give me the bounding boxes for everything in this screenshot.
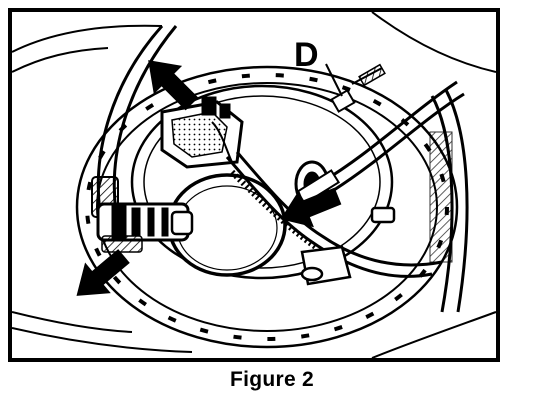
figure-frame: D [8,8,500,362]
fuel-pump-illustration: D [12,12,496,358]
left-quick-connector [96,202,194,253]
right-fuel-line [321,80,469,313]
arrow-icon [76,249,130,296]
module-bracket [300,206,396,286]
electrical-connector [160,96,244,169]
pump-module [130,84,394,280]
arrow-icon [280,187,342,228]
callout-d: D [294,36,343,97]
wiring-harness [225,151,443,278]
arrow-icon [148,60,199,111]
sender-part [330,63,386,113]
figure-caption: Figure 2 [229,368,315,391]
callout-letter: D [294,36,319,74]
tank-outline [12,12,496,358]
